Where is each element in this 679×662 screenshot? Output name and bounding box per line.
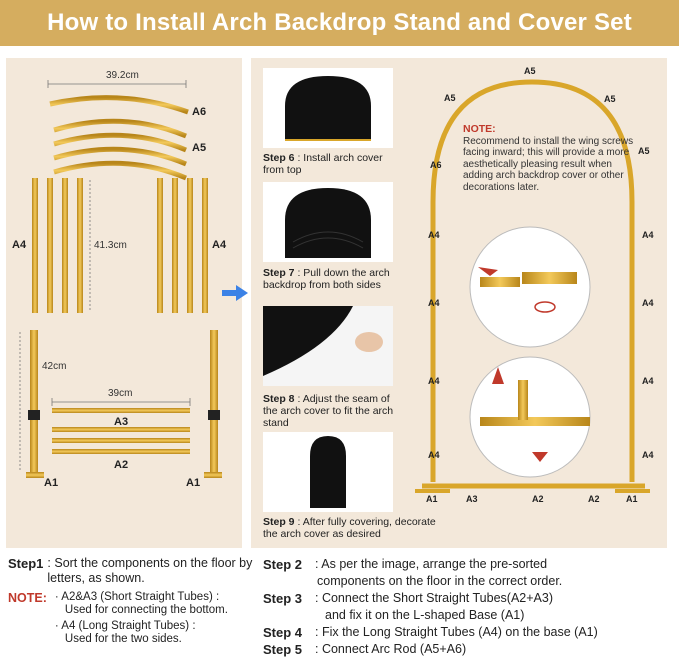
step3-text2: and fix it on the L-shaped Base (A1) [325,608,525,622]
step6-image [263,68,393,148]
label-a2: A2 [114,459,128,471]
note-label: NOTE: [8,591,47,605]
step2-text2: components on the floor in the correct o… [317,574,563,588]
long-tube-a4 [77,178,83,313]
arc-rod-a5 [53,132,187,153]
label-a1-right: A1 [186,477,200,489]
step5-number: Step 5 [263,642,303,657]
arrow-icon [478,267,498,276]
step8-caption: Step 8 : Adjust the seam of the arch cov… [263,393,398,429]
arch-label-a4-l1: A4 [428,230,440,240]
note2b: Used for the two sides. [64,633,182,645]
short-tube-a2 [52,449,190,454]
short-tube-a3 [52,427,190,432]
step9-caption: Step 9 : After fully covering, decorate … [263,516,453,540]
step9-number: Step 9 [263,516,295,528]
bottom-left-instructions: Step1 : Sort the components on the floor… [8,556,253,646]
arc-rod-a5 [53,146,187,167]
step4-text: : Fix the Long Straight Tubes (A4) on th… [315,625,598,639]
label-a5: A5 [192,142,206,154]
step7-text: : Pull down the arch backdrop from both … [263,267,390,291]
arc-dimension-label: 39.2cm [106,70,139,81]
arch-label-a2-right: A2 [588,494,600,504]
install-note: NOTE: Recommend to install the wing scre… [463,123,638,193]
parts-diagram: 39.2cm A6 A5 41.3cm A4 A4 42cm 39cm A3 A… [12,70,227,489]
bottom-right-instructions: Step 2 : As per the image, arrange the pr… [263,556,673,658]
step3-number: Step 3 [263,591,303,606]
arch-assembly-diagram: A5 A5 A5 A5 A6 A4 A4 A4 A4 A4 A4 A4 A4 A… [415,66,654,504]
arc-rod-a6 [49,95,189,115]
step8-text: : Adjust the seam of the arch cover to f… [263,393,394,429]
arrow-icon [492,367,504,384]
arch-label-a5-top: A5 [524,66,536,76]
note1: · A2&A3 (Short Straight Tubes) : [54,591,220,603]
title-banner: How to Install Arch Backdrop Stand and C… [0,0,679,46]
step9-image [263,432,393,512]
detail-circle-top [469,226,591,348]
long-tube-a4 [62,178,68,313]
step6-number: Step 6 [263,152,295,164]
note-text: Recommend to install the wing screws fac… [463,135,634,193]
step7-number: Step 7 [263,267,295,279]
step5-text: : Connect Arc Rod (A5+A6) [315,642,467,656]
step1-text: : Sort the components on the floor by le… [47,556,253,585]
long-tube-a4 [172,178,178,313]
note1b: Used for connecting the bottom. [64,604,228,616]
arch-label-a1-right: A1 [626,494,638,504]
arch-label-a4-r2: A4 [642,298,654,308]
arch-label-a6: A6 [430,160,442,170]
long-tube-a4 [187,178,193,313]
short-dimension-label: 39cm [108,388,132,399]
step2-number: Step 2 [263,557,303,572]
arc-rod-a5 [53,160,187,181]
step8-number: Step 8 [263,393,295,405]
long-tube-a4 [47,178,53,313]
label-a3: A3 [114,416,128,428]
step9-text: : After fully covering, decorate the arc… [263,516,436,540]
upright-dimension-label: 42cm [42,361,66,372]
step4-number: Step 4 [263,625,303,640]
arch-label-a4-r3: A4 [642,376,654,386]
long-tube-a4 [32,178,38,313]
base-upright-a1-right [210,330,218,472]
long-dimension-label: 41.3cm [94,240,127,251]
long-tube-a4 [157,178,163,313]
step6-caption: Step 6 : Install arch cover from top [263,152,398,176]
step3-text: : Connect the Short Straight Tubes(A2+A3… [315,591,553,605]
label-a4-right: A4 [212,239,227,251]
arch-label-a4-r4: A4 [642,450,654,460]
short-tube-a2 [52,438,190,443]
label-a6: A6 [192,106,206,118]
arch-label-a4-l3: A4 [428,376,440,386]
arch-label-a1-left: A1 [426,494,438,504]
label-a1-left: A1 [44,477,58,489]
step1-number: Step1 [8,556,44,571]
arch-label-a4-l4: A4 [428,450,440,460]
page-title: How to Install Arch Backdrop Stand and C… [47,9,632,36]
arch-label-a5-left: A5 [444,93,456,103]
base-upright-a1-left [30,330,38,472]
flow-arrow-icon [222,285,248,301]
short-tube-a3 [52,408,190,413]
arch-frame [430,79,635,482]
long-tube-a4 [202,178,208,313]
arch-label-a3: A3 [466,494,478,504]
arch-label-a5-far-right: A5 [638,146,650,156]
label-a4-left: A4 [12,239,27,251]
step6-text: : Install arch cover from top [263,152,383,176]
arch-label-a4-l2: A4 [428,298,440,308]
step7-caption: Step 7 : Pull down the arch backdrop fro… [263,267,398,291]
arch-label-a2-left: A2 [532,494,544,504]
step7-image [263,182,393,262]
arch-label-a5-right: A5 [604,94,616,104]
note-title: NOTE: [463,123,496,135]
arc-rod-a5 [53,118,187,139]
note2: · A4 (Long Straight Tubes) : [54,620,196,632]
step2-text: : As per the image, arrange the pre-sort… [315,557,548,571]
step8-image [263,306,393,386]
arch-label-a4-r1: A4 [642,230,654,240]
arrow-icon [532,452,548,462]
